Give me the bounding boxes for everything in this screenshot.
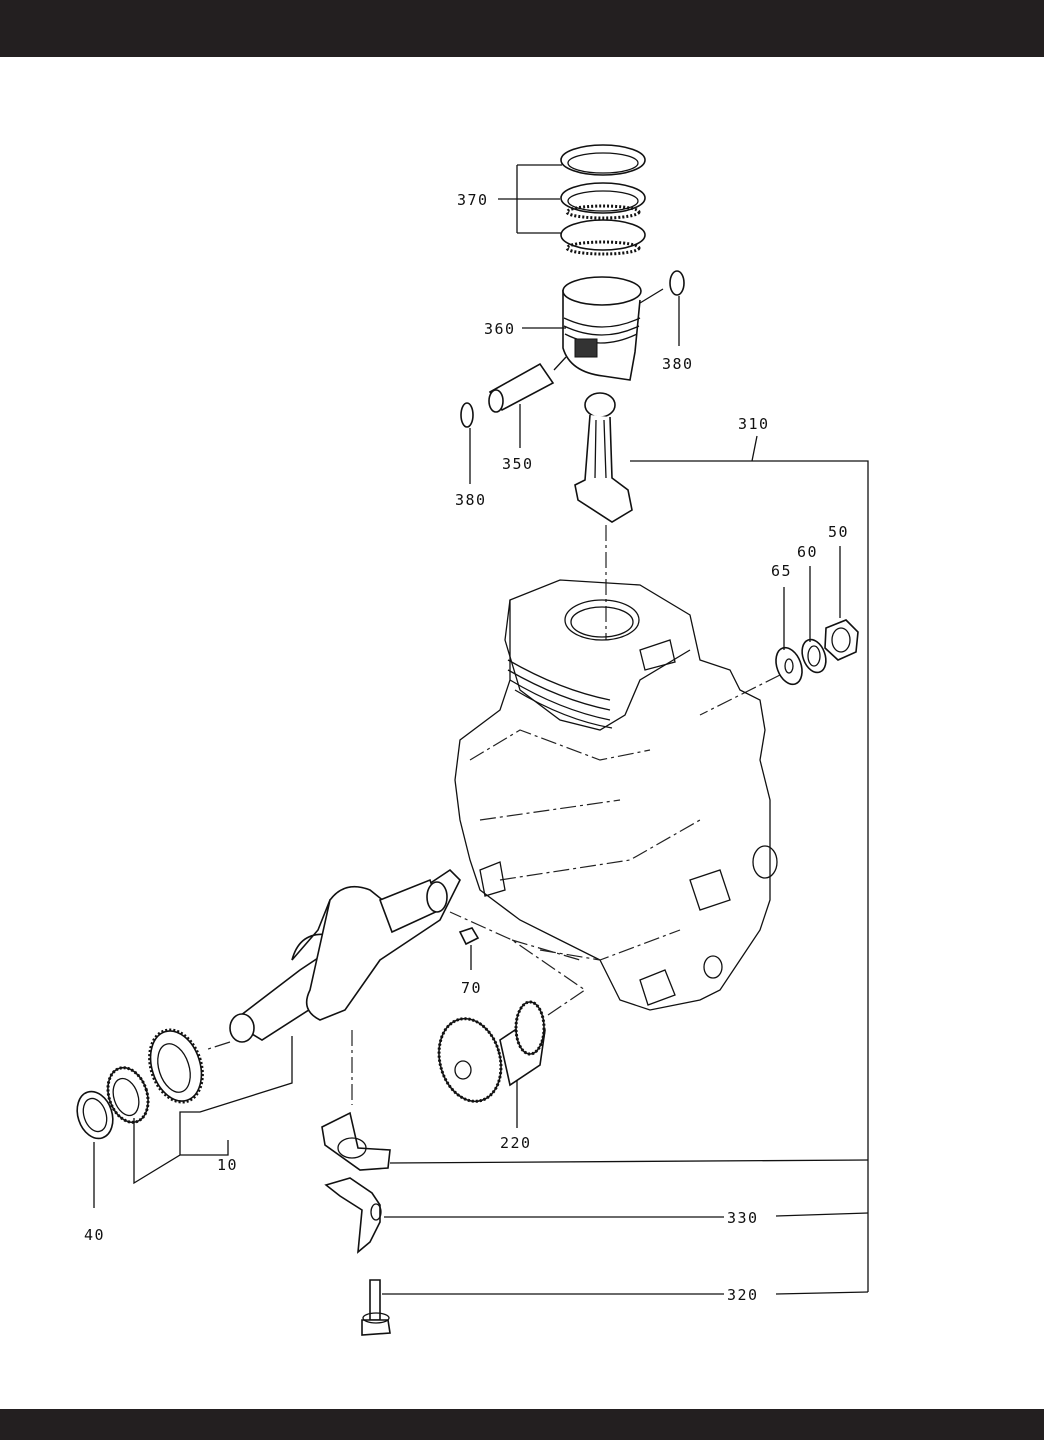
connecting-rod[interactable] xyxy=(575,393,632,522)
camshaft[interactable] xyxy=(430,1002,545,1108)
oil-dipper[interactable] xyxy=(326,1178,381,1252)
crankcase[interactable] xyxy=(455,580,777,1010)
crank-gear[interactable] xyxy=(141,1023,211,1109)
piston-pin[interactable] xyxy=(489,364,553,412)
label-320: 320 xyxy=(727,1286,759,1304)
label-380-right: 380 xyxy=(662,355,694,373)
rod-cap[interactable] xyxy=(322,1113,390,1170)
label-70: 70 xyxy=(461,979,482,997)
label-220: 220 xyxy=(500,1134,532,1152)
piston-rings[interactable] xyxy=(561,145,645,254)
label-65: 65 xyxy=(771,562,792,580)
label-370: 370 xyxy=(457,191,489,209)
circlip-right[interactable] xyxy=(670,271,684,295)
label-330: 330 xyxy=(727,1209,759,1227)
key-70[interactable] xyxy=(460,928,478,944)
circlip-left[interactable] xyxy=(461,403,473,427)
label-40: 40 xyxy=(84,1226,105,1244)
piston[interactable] xyxy=(563,277,641,380)
label-310: 310 xyxy=(738,415,770,433)
label-60: 60 xyxy=(797,543,818,561)
label-50: 50 xyxy=(828,523,849,541)
label-10: 10 xyxy=(217,1156,238,1174)
nut-50[interactable] xyxy=(825,620,858,660)
rod-bolt[interactable] xyxy=(362,1280,390,1335)
crankshaft[interactable] xyxy=(230,870,460,1042)
label-350: 350 xyxy=(502,455,534,473)
label-380-left: 380 xyxy=(455,491,487,509)
label-360: 360 xyxy=(484,320,516,338)
